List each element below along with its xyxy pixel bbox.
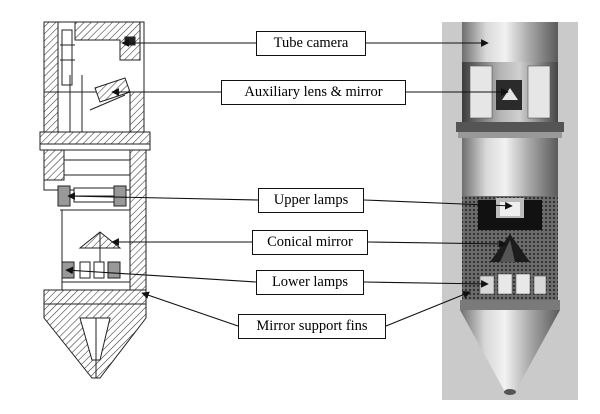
arrow-upper-lamps-right xyxy=(363,199,513,210)
label-upper-lamps: Upper lamps xyxy=(258,188,364,213)
arrow-fins-right xyxy=(385,291,471,327)
arrow-lower-lamps-left xyxy=(65,266,257,283)
label-conical-mirror: Conical mirror xyxy=(252,230,368,255)
label-tube-camera: Tube camera xyxy=(256,31,366,56)
label-mirror-support-fins: Mirror support fins xyxy=(238,314,386,339)
arrow-lower-lamps-right xyxy=(363,280,489,288)
label-lower-lamps: Lower lamps xyxy=(256,270,364,295)
leader-lines xyxy=(65,39,513,327)
arrow-upper-lamps-left xyxy=(67,192,259,201)
arrow-conical-right xyxy=(367,240,507,248)
arrow-fins-left xyxy=(141,291,239,327)
label-auxiliary-lens-mirror: Auxiliary lens & mirror xyxy=(221,80,406,105)
cross-section-drawing xyxy=(39,21,151,379)
probe-photograph xyxy=(442,22,578,400)
